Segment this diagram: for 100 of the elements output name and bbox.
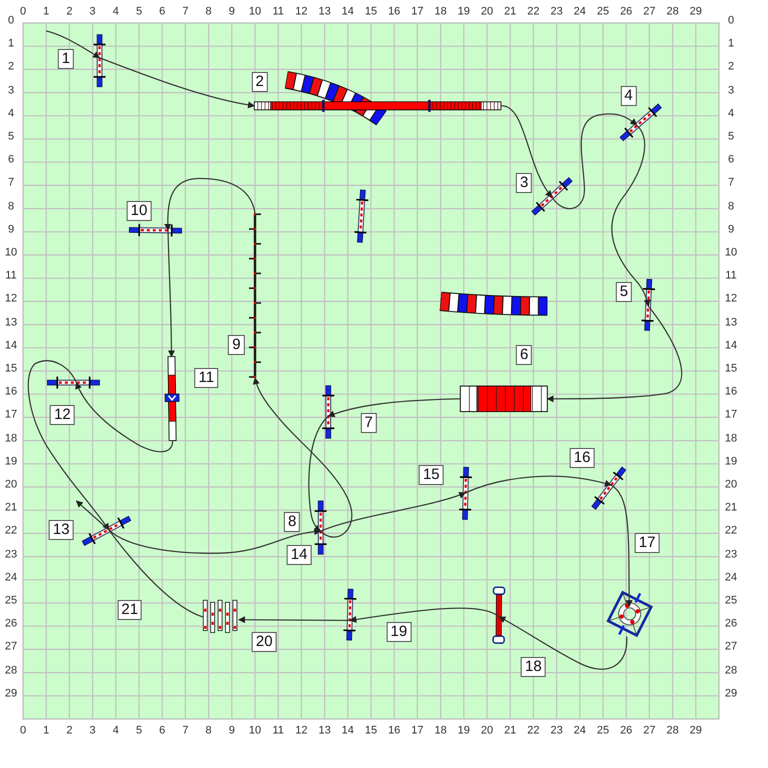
panel-jump-symbol bbox=[492, 586, 506, 644]
grid-coordinate: 3 bbox=[90, 724, 96, 738]
course-path bbox=[320, 492, 466, 532]
grid-coordinate: 20 bbox=[480, 6, 494, 18]
grid-coordinate: 8 bbox=[728, 200, 734, 214]
grid-coordinate: 21 bbox=[504, 6, 516, 18]
grid-coordinate: 21 bbox=[4, 502, 18, 515]
grid-coordinate: 13 bbox=[318, 724, 331, 738]
grid-coordinate: 29 bbox=[724, 687, 738, 700]
callout-number: 14 bbox=[286, 545, 312, 566]
jump-symbol bbox=[354, 190, 368, 243]
grid-coordinate: 21 bbox=[504, 724, 516, 738]
grid-coordinate: 9 bbox=[8, 223, 14, 236]
grid-coordinate: 6 bbox=[159, 6, 166, 18]
course-path bbox=[546, 306, 682, 402]
grid-coordinate: 11 bbox=[5, 270, 17, 283]
grid-coordinate: 27 bbox=[643, 6, 656, 18]
grid-coordinate: 27 bbox=[4, 640, 18, 654]
callout-number: 5 bbox=[616, 282, 632, 302]
grid-coordinate: 9 bbox=[228, 6, 235, 18]
grid-coordinate: 11 bbox=[725, 270, 737, 283]
grid-coordinate: 3 bbox=[90, 6, 96, 18]
grid-coordinate: 4 bbox=[112, 6, 119, 18]
grid-coordinate: 26 bbox=[724, 618, 738, 631]
grid-coordinate: 9 bbox=[228, 724, 235, 738]
callout-number: 21 bbox=[117, 600, 142, 620]
grid-coordinate: 1 bbox=[43, 724, 50, 738]
dog-walk-symbol bbox=[254, 100, 502, 112]
callout-number: 3 bbox=[516, 173, 532, 194]
grid-coordinate: 6 bbox=[8, 154, 14, 167]
callout-number: 11 bbox=[194, 368, 218, 388]
grid-coordinate: 5 bbox=[136, 724, 142, 738]
grid-coordinate: 26 bbox=[620, 724, 632, 738]
grid-coordinate: 15 bbox=[4, 362, 18, 376]
grid-coordinate: 0 bbox=[8, 14, 14, 28]
jump-symbol bbox=[94, 34, 106, 88]
grid-coordinate: 28 bbox=[4, 664, 18, 678]
course-path bbox=[108, 528, 322, 554]
grid-coordinate: 2 bbox=[8, 60, 14, 74]
callout-number: 17 bbox=[634, 532, 660, 553]
course-path bbox=[498, 616, 628, 670]
grid-coordinate: 25 bbox=[4, 594, 18, 608]
grid-coordinate: 11 bbox=[272, 6, 284, 18]
grid-coordinate: 16 bbox=[4, 386, 18, 399]
grid-coordinate: 13 bbox=[318, 6, 331, 18]
grid-coordinate: 16 bbox=[388, 6, 400, 18]
grid-coordinate: 22 bbox=[4, 524, 18, 538]
grid-coordinate: 4 bbox=[112, 724, 119, 738]
grid-coordinate: 28 bbox=[724, 664, 738, 678]
grid-coordinate: 0 bbox=[20, 724, 26, 738]
jump-symbol bbox=[314, 500, 327, 555]
callout-number: 12 bbox=[50, 405, 75, 426]
course-path bbox=[500, 105, 552, 198]
jump-symbol bbox=[459, 466, 472, 520]
course-path bbox=[253, 377, 352, 538]
grid-coordinate: 27 bbox=[643, 724, 656, 738]
tunnel-symbol bbox=[440, 292, 548, 316]
grid-coordinate: 19 bbox=[724, 455, 738, 468]
course-path bbox=[108, 530, 203, 618]
grid-coordinate: 2 bbox=[66, 6, 72, 18]
tunnel-symbol bbox=[284, 71, 386, 126]
grid-coordinate: 17 bbox=[4, 408, 18, 422]
jump-symbol bbox=[47, 376, 100, 389]
course-path bbox=[328, 398, 460, 418]
grid-coordinate: 4 bbox=[8, 107, 14, 120]
grid-coordinate: 16 bbox=[724, 386, 738, 399]
course-path bbox=[552, 113, 638, 210]
grid-coordinate: 23 bbox=[550, 6, 563, 18]
grid-coordinate: 29 bbox=[690, 6, 702, 18]
jump-symbol bbox=[591, 466, 626, 510]
grid-coordinate: 18 bbox=[4, 432, 18, 446]
grid-coordinate: 18 bbox=[434, 724, 447, 738]
grid-coordinate: 15 bbox=[724, 362, 738, 376]
callout-number: 6 bbox=[516, 344, 532, 365]
grid-coordinate: 15 bbox=[364, 724, 378, 738]
grid-coordinate: 17 bbox=[411, 724, 424, 738]
grid-coordinate: 4 bbox=[728, 107, 734, 120]
grid-coordinate: 26 bbox=[4, 618, 18, 631]
grid-coordinate: 1 bbox=[8, 38, 14, 51]
course-path bbox=[167, 230, 175, 358]
grid-coordinate: 8 bbox=[8, 200, 14, 214]
course-path bbox=[349, 608, 500, 623]
grid-coordinate: 23 bbox=[4, 548, 18, 562]
callout-number: 15 bbox=[418, 465, 444, 486]
course-path bbox=[465, 476, 612, 494]
grid-coordinate: 28 bbox=[666, 724, 679, 738]
grid-coordinate: 7 bbox=[8, 176, 14, 190]
grid-coordinate: 23 bbox=[724, 548, 738, 562]
grid-coordinate: 24 bbox=[724, 571, 738, 584]
grid-coordinate: 0 bbox=[20, 6, 26, 18]
grid-coordinate: 8 bbox=[206, 6, 212, 18]
grid-coordinate: 10 bbox=[4, 246, 18, 260]
grid-coordinate: 20 bbox=[724, 478, 738, 492]
grid-coordinate: 1 bbox=[728, 38, 734, 51]
grid-coordinate: 25 bbox=[596, 6, 610, 18]
grid-coordinate: 24 bbox=[574, 6, 586, 18]
grid-coordinate: 16 bbox=[388, 724, 400, 738]
grid-coordinate: 26 bbox=[620, 6, 632, 18]
grid-coordinate: 25 bbox=[596, 724, 610, 738]
grid-coordinate: 17 bbox=[411, 6, 424, 18]
